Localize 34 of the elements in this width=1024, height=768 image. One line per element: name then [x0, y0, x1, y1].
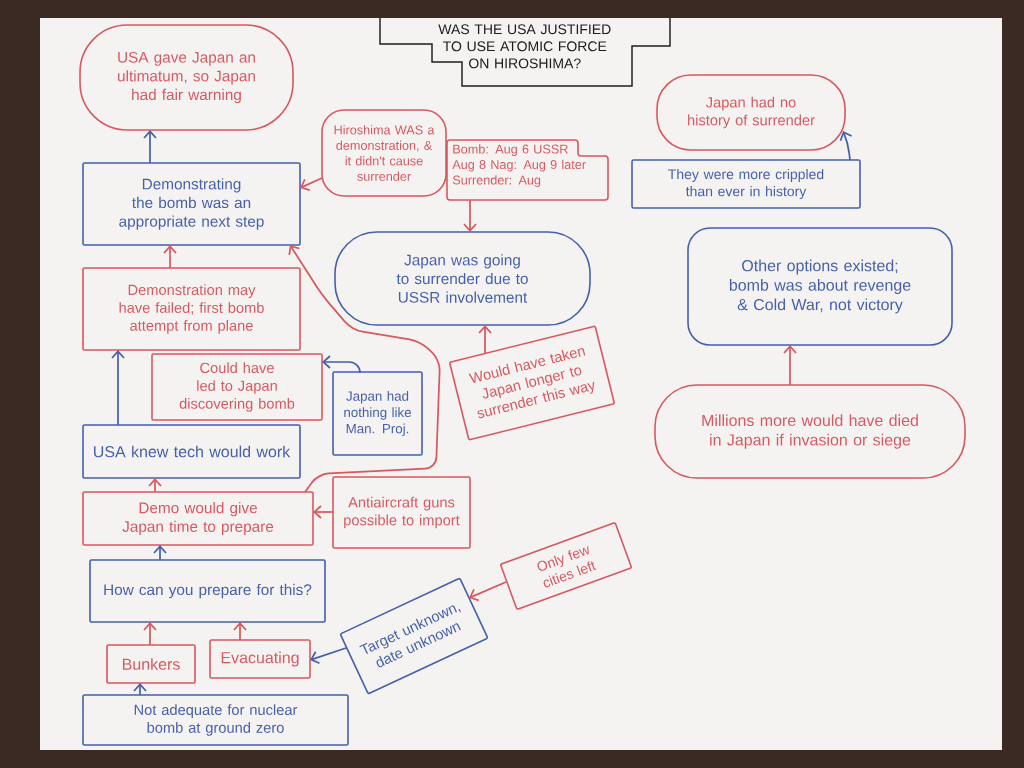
arrow	[463, 199, 477, 232]
arrow	[322, 355, 361, 374]
arrow	[143, 130, 157, 164]
claim-box: USA knew tech would work	[82, 424, 301, 479]
arrow	[783, 345, 797, 386]
arrow	[313, 505, 334, 519]
arrow	[153, 545, 167, 561]
arrow	[310, 647, 347, 665]
arrow	[300, 177, 323, 192]
arrow	[478, 325, 492, 354]
claim-box: Demonstration may have failed; first bomb attempt from plane	[82, 267, 301, 351]
title-box: WAS THE USA JUSTIFIED TO USE ATOMIC FORCE ON HIROSHIMA?	[379, 17, 671, 87]
dates-box: Bomb: Aug 6 USSR Aug 8 Nag: Aug 9 later Surrender: Aug	[446, 139, 609, 201]
claim-cloud: Other options existed; bomb was about revenge & Cold War, not victory	[687, 227, 953, 346]
arrow	[233, 622, 247, 641]
claim-box: Would have taken Japan longer to surrender this way	[449, 325, 615, 441]
claim-cloud: Hiroshima WAS a demonstration, & it didn't cause surrender	[321, 109, 447, 197]
arrow	[111, 350, 125, 426]
arrow	[163, 245, 177, 269]
claim-box: Could have led to Japan discovering bomb	[151, 353, 323, 421]
claim-box: Evacuating	[209, 639, 311, 679]
claim-box: How can you prepare for this?	[89, 559, 326, 623]
arrow	[839, 131, 853, 161]
arrow	[288, 245, 441, 493]
arrow	[143, 622, 157, 646]
claim-box: Antiaircraft guns possible to import	[332, 476, 471, 549]
claim-box: Only few cities left	[500, 522, 632, 610]
claim-box: Demo would give Japan time to prepare	[82, 491, 314, 546]
arrow	[469, 581, 507, 602]
claim-box: Not adequate for nuclear bomb at ground zero	[82, 694, 349, 746]
claim-box: Japan had nothing like Man. Proj.	[332, 371, 423, 456]
claim-box: They were more crippled than ever in history	[631, 159, 861, 209]
claim-box: Bunkers	[106, 644, 196, 684]
claim-box: Demonstrating the bomb was an appropriate next step	[82, 162, 301, 246]
